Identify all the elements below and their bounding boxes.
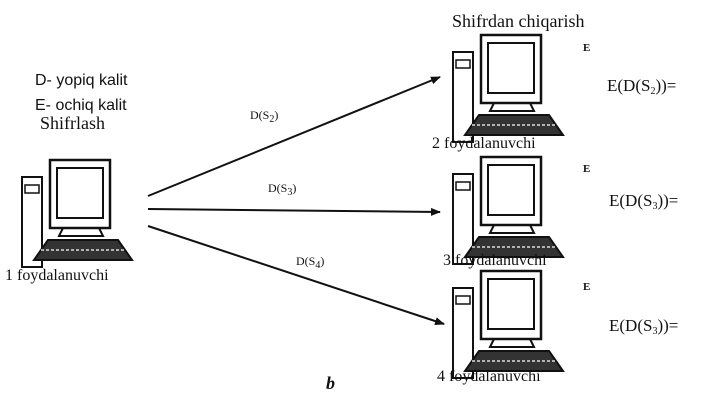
arrow-to-user-4 [147, 225, 445, 325]
receiver-2-name: 2 foydalanuvchi [432, 135, 536, 152]
arrow-to-user-3 [147, 207, 441, 216]
receiver-3-result: E(D(S3))= [609, 191, 679, 212]
arrow-label-4: D(S4) [296, 254, 325, 271]
receiver-3-name: 3 foydalanuvchi [443, 252, 547, 269]
sender-name: 1 foydalanuvchi [5, 267, 109, 284]
arrow-label-2: D(S2) [250, 108, 279, 125]
arrow-label-3: D(S3) [268, 181, 297, 198]
computer-icon [452, 155, 565, 265]
computer-icon [21, 158, 134, 268]
legend-public-key: E- ochiq kalit [35, 97, 127, 114]
legend-private-key: D- yopiq kalit [35, 72, 128, 89]
receiver-4-result: E(D(S3))= [609, 316, 679, 337]
receivers-title: Shifrdan chiqarish [452, 11, 585, 31]
receiver-2-result: E(D(S2))= [607, 76, 677, 97]
receiver-3-key: E [583, 163, 591, 175]
sender-title: Shifrlash [40, 113, 105, 133]
receiver-4-name: 4 foydalanuvchi [437, 368, 541, 385]
computer-icon [452, 269, 565, 379]
arrow-to-user-2 [147, 76, 441, 197]
receiver-4-key: E [583, 281, 591, 293]
figure-caption: b [326, 373, 335, 393]
receiver-2-key: E [583, 42, 591, 54]
computer-icon [452, 33, 565, 143]
